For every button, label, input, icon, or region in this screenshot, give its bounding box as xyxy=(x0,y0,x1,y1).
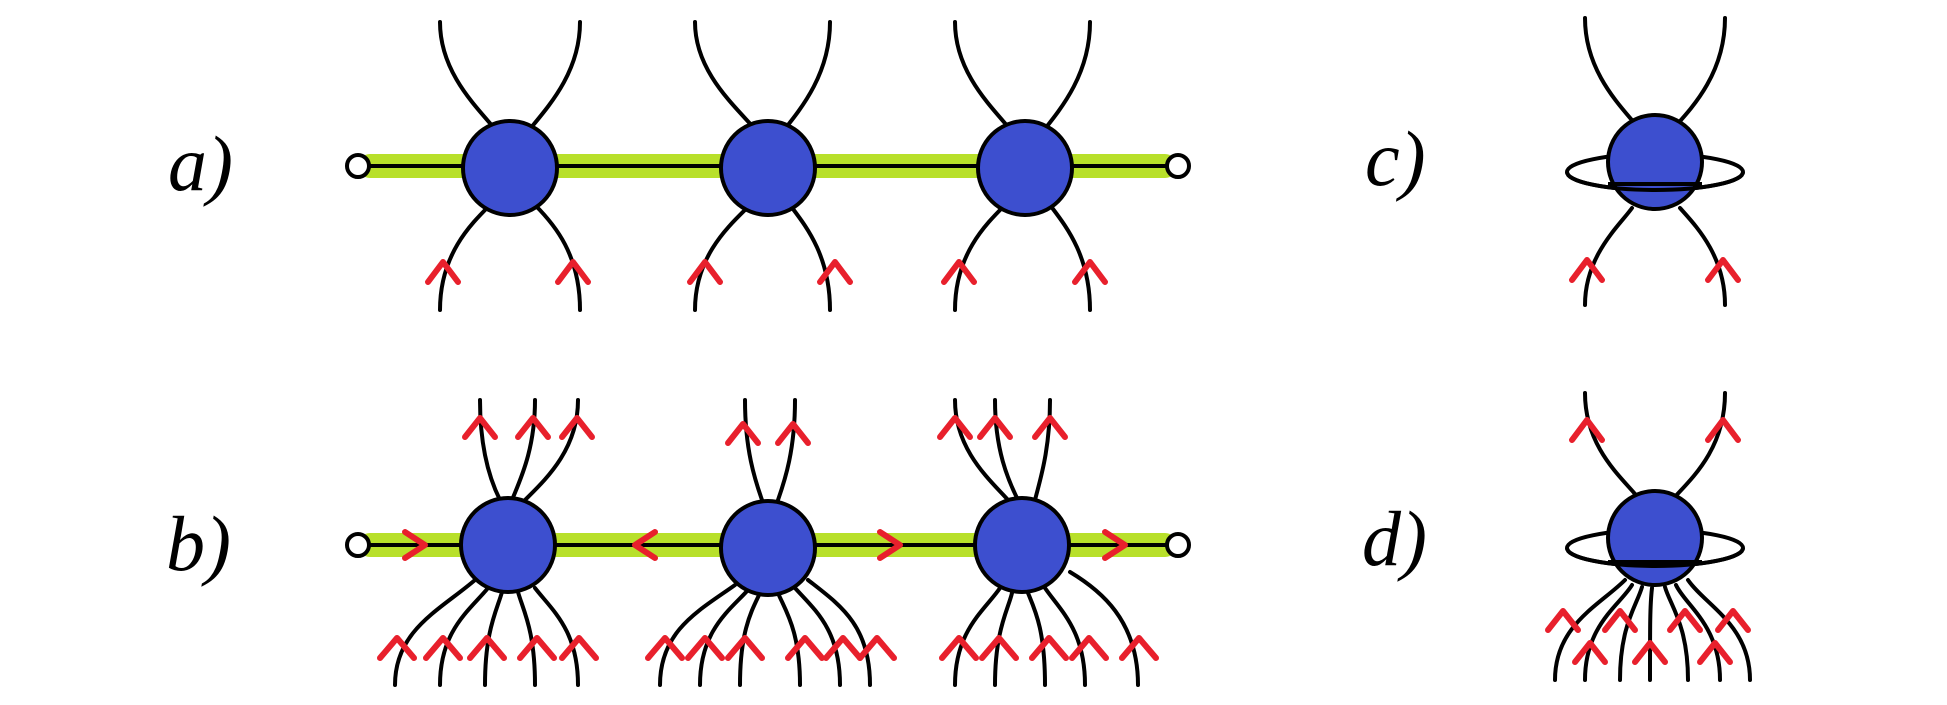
panel-a-blob-1 xyxy=(461,119,559,217)
arrow-up-icon xyxy=(817,259,853,285)
panel-b-wires xyxy=(393,398,1140,687)
panel-b-axis-arrows xyxy=(402,529,1128,561)
arrow-up-icon xyxy=(1667,608,1703,633)
arrow-up-icon xyxy=(1632,640,1668,665)
panel-b xyxy=(345,398,1191,687)
panel-c-loop-front xyxy=(1565,171,1745,192)
panel-a-blob-2 xyxy=(719,119,817,217)
panel-d xyxy=(1545,391,1752,682)
arrow-up-icon xyxy=(559,415,595,440)
panel-b-endpoint-left xyxy=(345,532,371,558)
arrow-up-icon xyxy=(725,421,761,446)
panel-b-bottom-arrows xyxy=(377,635,1159,661)
arrow-right-icon xyxy=(877,529,903,561)
panel-label-b: b) xyxy=(166,500,231,587)
panel-d-top-arrows xyxy=(1569,417,1741,443)
arrow-up-icon xyxy=(979,635,1019,661)
arrow-up-icon xyxy=(785,635,825,661)
arrow-up-icon xyxy=(467,635,507,661)
arrow-up-icon xyxy=(977,415,1013,440)
arrow-up-icon xyxy=(1572,640,1608,665)
arrow-up-icon xyxy=(823,635,863,661)
arrow-up-icon xyxy=(1705,257,1741,283)
panel-a-wires xyxy=(438,20,1092,312)
panel-label-c: c) xyxy=(1365,115,1426,202)
arrow-up-icon xyxy=(515,415,551,440)
panel-a-endpoint-left xyxy=(345,153,371,179)
panel-c xyxy=(1565,16,1745,307)
arrow-up-icon xyxy=(685,635,725,661)
panel-a-arrows xyxy=(425,259,1108,285)
panel-c-arrows xyxy=(1569,257,1741,283)
arrow-up-icon xyxy=(559,635,599,661)
panel-b-top-arrows xyxy=(462,415,1068,446)
arrow-right-icon xyxy=(402,529,428,561)
arrow-up-icon xyxy=(1697,640,1733,665)
arrow-right-icon xyxy=(1102,529,1128,561)
arrow-up-icon xyxy=(555,259,591,285)
panel-a xyxy=(345,20,1191,312)
panel-b-blob-2 xyxy=(719,499,817,597)
arrow-up-icon xyxy=(1029,635,1069,661)
panel-c-blob xyxy=(1606,113,1704,211)
arrow-up-icon xyxy=(377,635,417,661)
arrow-left-icon xyxy=(632,529,658,561)
panel-a-endpoint-right xyxy=(1165,153,1191,179)
panel-label-d: d) xyxy=(1362,495,1427,582)
arrow-up-icon xyxy=(1705,417,1741,443)
panel-b-blob-1 xyxy=(459,496,557,594)
arrow-up-icon xyxy=(517,635,557,661)
arrow-up-icon xyxy=(1569,257,1605,283)
arrow-up-icon xyxy=(937,415,973,440)
panel-a-blob-3 xyxy=(976,119,1074,217)
arrow-up-icon xyxy=(462,415,498,440)
arrow-up-icon xyxy=(941,259,977,285)
panel-d-bottom-arrows xyxy=(1545,608,1751,665)
panel-d-blob xyxy=(1606,489,1704,587)
arrow-up-icon xyxy=(1032,415,1068,440)
arrow-up-icon xyxy=(425,259,461,285)
arrow-up-icon xyxy=(423,635,463,661)
arrow-up-icon xyxy=(857,635,897,661)
panel-label-a: a) xyxy=(168,120,233,207)
panel-b-blob-3 xyxy=(973,496,1071,594)
arrow-up-icon xyxy=(1602,608,1638,633)
arrow-up-icon xyxy=(939,635,979,661)
panel-b-endpoint-right xyxy=(1165,532,1191,558)
arrow-up-icon xyxy=(645,635,685,661)
arrow-up-icon xyxy=(1069,635,1109,661)
arrow-up-icon xyxy=(775,421,811,446)
arrow-up-icon xyxy=(725,635,765,661)
panel-d-loop-front xyxy=(1565,547,1745,568)
arrow-up-icon xyxy=(1715,608,1751,633)
arrow-up-icon xyxy=(1569,417,1605,443)
arrow-up-icon xyxy=(1072,259,1108,285)
arrow-up-icon xyxy=(1119,635,1159,661)
arrow-up-icon xyxy=(687,259,723,285)
arrow-up-icon xyxy=(1545,608,1581,633)
